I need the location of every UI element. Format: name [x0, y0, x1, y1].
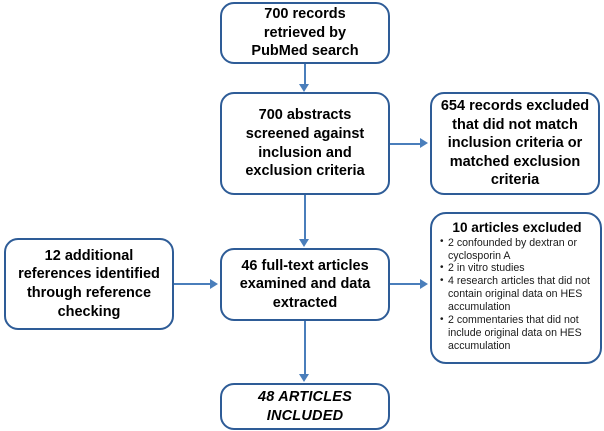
node-records-excluded-label: 654 records excluded that did not match … [440, 98, 590, 189]
node-fulltext-examined: 46 full-text articles examined and data … [220, 248, 390, 321]
node-records-retrieved-label: 700 records retrieved by PubMed search [251, 6, 359, 60]
node-abstracts-screened: 700 abstracts screened against inclusion… [220, 92, 390, 195]
node-fulltext-examined-label: 46 full-text articles examined and data … [239, 257, 371, 311]
arrow-right-icon [420, 138, 428, 148]
node-records-excluded: 654 records excluded that did not match … [430, 92, 600, 195]
node-additional-references-label: 12 additional references identified thro… [18, 247, 160, 320]
articles-excluded-bullet: 2 confounded by dextran or cyclosporin A [440, 236, 594, 263]
articles-excluded-bullet: 4 research articles that did not contain… [440, 275, 594, 314]
node-records-retrieved: 700 records retrieved by PubMed search [220, 2, 390, 64]
articles-excluded-bullet: 2 in vitro studies [440, 262, 594, 275]
node-additional-references: 12 additional references identified thro… [4, 238, 174, 330]
articles-excluded-title: 10 articles excluded [452, 220, 582, 235]
connector-records-to-abstracts [303, 64, 306, 85]
arrow-right-icon [210, 278, 218, 289]
articles-excluded-bullet-list: 2 confounded by dextran or cyclosporin A… [440, 236, 594, 353]
arrow-down-icon [299, 239, 309, 247]
node-articles-excluded: 10 articles excluded 2 confounded by dex… [430, 212, 602, 364]
arrow-down-icon [299, 374, 309, 382]
node-articles-included-label: 48 ARTICLES INCLUDED [257, 388, 353, 424]
connector-abstracts-to-fulltext [303, 195, 306, 240]
node-abstracts-screened-label: 700 abstracts screened against inclusion… [245, 107, 365, 180]
articles-excluded-content: 10 articles excluded 2 confounded by dex… [432, 214, 600, 353]
node-articles-included: 48 ARTICLES INCLUDED [220, 383, 390, 430]
arrow-down-icon [299, 84, 309, 92]
connector-fulltext-to-included [303, 321, 306, 375]
connector-fulltext-to-excluded10 [390, 283, 422, 286]
connector-additional-to-fulltext [174, 283, 212, 286]
arrow-right-icon [420, 278, 428, 289]
articles-excluded-bullet: 2 commentaries that did not include orig… [440, 314, 594, 353]
connector-abstracts-to-excluded654 [390, 142, 422, 145]
